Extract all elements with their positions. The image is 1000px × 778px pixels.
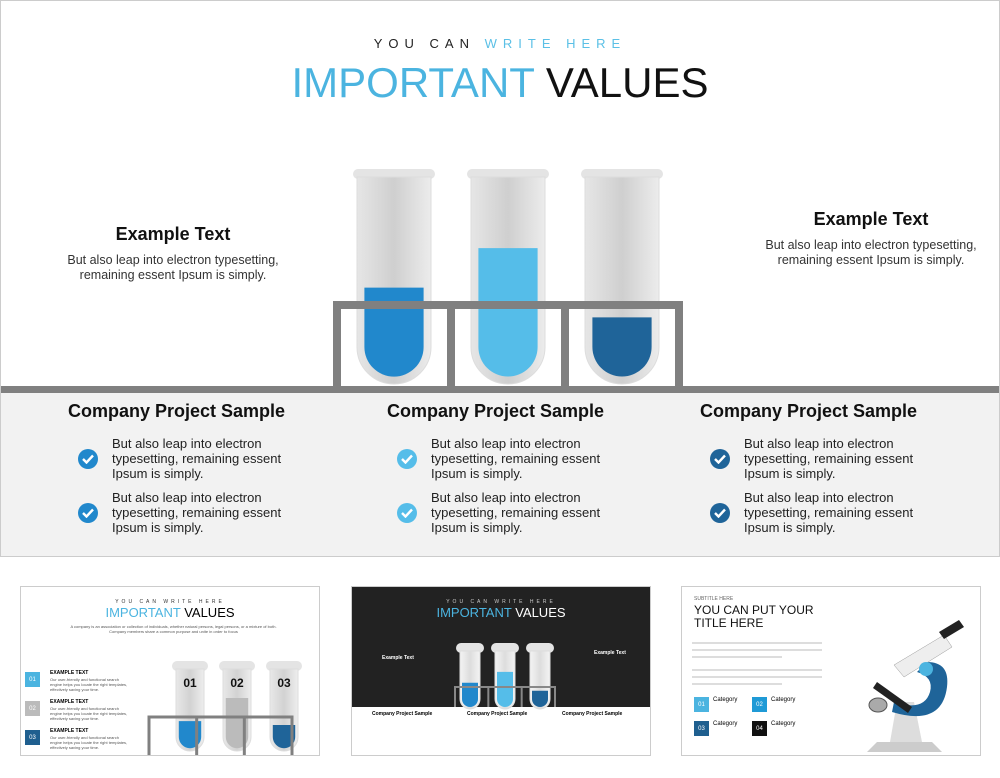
thumb1-title: IMPORTANT VALUES bbox=[21, 605, 319, 620]
thumb1-title-rest: VALUES bbox=[184, 605, 235, 620]
thumb1-rack-frame bbox=[147, 715, 294, 755]
thumb2-example-left: Example Text bbox=[382, 655, 414, 661]
list-item-text: But also leap into electron typesetting,… bbox=[431, 436, 601, 481]
kicker: YOU CAN WRITE HERE bbox=[1, 36, 999, 51]
list-item-text: But also leap into electron typesetting,… bbox=[431, 490, 601, 535]
tube-liquid bbox=[592, 317, 652, 377]
thumb2-tubes bbox=[454, 643, 556, 710]
right-example-heading: Example Text bbox=[813, 209, 929, 229]
thumb3-category-label: Category bbox=[771, 697, 796, 703]
kicker-part1: YOU CAN bbox=[373, 36, 475, 51]
thumb1-item-label: EXAMPLE TEXT bbox=[50, 728, 89, 734]
thumb3-category-label: Category bbox=[713, 697, 738, 703]
thumb2-tube-liquid bbox=[532, 690, 548, 707]
list-item-text: But also leap into electron typesetting,… bbox=[744, 490, 914, 535]
thumb1-item-number: 02 bbox=[25, 701, 40, 716]
check-circle-icon bbox=[710, 448, 730, 469]
left-example-text: Example Text But also leap into electron… bbox=[43, 224, 303, 283]
thumbnail-1[interactable]: YOU CAN WRITE HERE IMPORTANT VALUES A co… bbox=[20, 586, 320, 756]
column-heading: Company Project Sample bbox=[700, 401, 918, 421]
thumb3-title: YOU CAN PUT YOUR TITLE HERE bbox=[694, 603, 814, 630]
thumb2-title-hl: IMPORTANT bbox=[436, 605, 512, 620]
thumb3-category-number: 01 bbox=[694, 697, 709, 712]
column-heading: Company Project Sample bbox=[387, 401, 605, 421]
thumb2-col2: Company Project Sample bbox=[467, 711, 528, 717]
list-item: But also leap into electron typesetting,… bbox=[700, 436, 990, 481]
left-example-body: But also leap into electron typesetting,… bbox=[67, 253, 279, 282]
list-item: But also leap into electron typesetting,… bbox=[387, 490, 677, 535]
thumb1-tubes: 01 02 03 bbox=[147, 661, 302, 755]
slide-title: IMPORTANT VALUES bbox=[1, 59, 999, 107]
thumb1-item-number: 03 bbox=[25, 730, 40, 745]
list-item: But also leap into electron typesetting,… bbox=[700, 490, 990, 535]
check-circle-icon bbox=[78, 502, 98, 523]
thumbnail-3[interactable]: SUBTITLE HERE YOU CAN PUT YOUR TITLE HER… bbox=[681, 586, 981, 756]
list-item: But also leap into electron typesetting,… bbox=[68, 436, 358, 481]
check-circle-icon bbox=[710, 502, 730, 523]
thumb2-title-rest: VALUES bbox=[515, 605, 566, 620]
thumb2-kicker: YOU CAN WRITE HERE bbox=[446, 599, 556, 605]
right-example-body: But also leap into electron typesetting,… bbox=[765, 238, 977, 267]
list-item-text: But also leap into electron typesetting,… bbox=[744, 436, 914, 481]
list-item-text: But also leap into electron typesetting,… bbox=[112, 490, 282, 535]
thumb1-item-body: Our user-friendly and functional search … bbox=[50, 735, 128, 750]
thumb3-subtitle: SUBTITLE HERE bbox=[694, 596, 734, 602]
thumb1-item-label: EXAMPLE TEXT bbox=[50, 699, 89, 705]
thumbnail-2[interactable]: YOU CAN WRITE HERE IMPORTANT VALUES Exam… bbox=[351, 586, 651, 756]
tube-liquid bbox=[478, 248, 538, 377]
thumb1-item-body: Our user-friendly and functional search … bbox=[50, 706, 128, 721]
thumb1-description: A company is an association or collectio… bbox=[70, 624, 277, 634]
list-item: But also leap into electron typesetting,… bbox=[387, 436, 677, 481]
column-heading: Company Project Sample bbox=[68, 401, 286, 421]
thumb1-tube-liquid bbox=[272, 725, 296, 749]
title-highlight: IMPORTANT bbox=[291, 59, 535, 106]
thumb3-category-number: 04 bbox=[752, 721, 767, 736]
list-item: But also leap into electron typesetting,… bbox=[68, 490, 358, 535]
thumb3-category-label: Category bbox=[713, 721, 738, 727]
thumb2-band bbox=[352, 707, 650, 755]
thumb3-category-number: 02 bbox=[752, 697, 767, 712]
check-circle-icon bbox=[78, 448, 98, 469]
thumb2-rack-frame bbox=[454, 686, 556, 707]
thumb2-tube-liquid bbox=[462, 682, 478, 707]
left-example-heading: Example Text bbox=[115, 224, 231, 244]
thumb1-tube-label: 03 bbox=[277, 676, 291, 690]
thumb1-item-number: 01 bbox=[25, 672, 40, 687]
rack-frame bbox=[333, 301, 683, 389]
microscope-illustration bbox=[692, 620, 964, 752]
thumb1-tube-liquid bbox=[225, 698, 249, 749]
thumb2-col1: Company Project Sample bbox=[372, 711, 433, 717]
thumb1-item-label: EXAMPLE TEXT bbox=[50, 670, 89, 676]
thumb1-kicker: YOU CAN WRITE HERE bbox=[115, 599, 225, 605]
list-item-text: But also leap into electron typesetting,… bbox=[112, 436, 282, 481]
right-example-text: Example Text But also leap into electron… bbox=[741, 209, 999, 268]
thumb2-tube-liquid bbox=[497, 671, 513, 707]
check-circle-icon bbox=[397, 502, 417, 523]
thumb2-title: IMPORTANT VALUES bbox=[352, 605, 650, 620]
thumb1-tube-label: 02 bbox=[230, 676, 244, 690]
thumb1-tube-label: 01 bbox=[183, 676, 197, 690]
thumb3-category-number: 03 bbox=[694, 721, 709, 736]
thumb2-col3: Company Project Sample bbox=[562, 711, 623, 717]
tube-liquid bbox=[364, 287, 424, 377]
thumb2-example-right: Example Text bbox=[594, 650, 626, 656]
thumb1-title-hl: IMPORTANT bbox=[105, 605, 181, 620]
thumb3-category-label: Category bbox=[771, 721, 796, 727]
kicker-highlight: WRITE HERE bbox=[484, 36, 627, 51]
thumb1-item-body: Our user-friendly and functional search … bbox=[50, 677, 128, 692]
check-circle-icon bbox=[397, 448, 417, 469]
main-slide: YOU CAN WRITE HERE IMPORTANT VALUES Exam… bbox=[0, 0, 1000, 557]
bottom-band bbox=[1, 386, 999, 556]
title-rest: VALUES bbox=[545, 59, 709, 106]
test-tubes-illustration bbox=[333, 169, 683, 389]
